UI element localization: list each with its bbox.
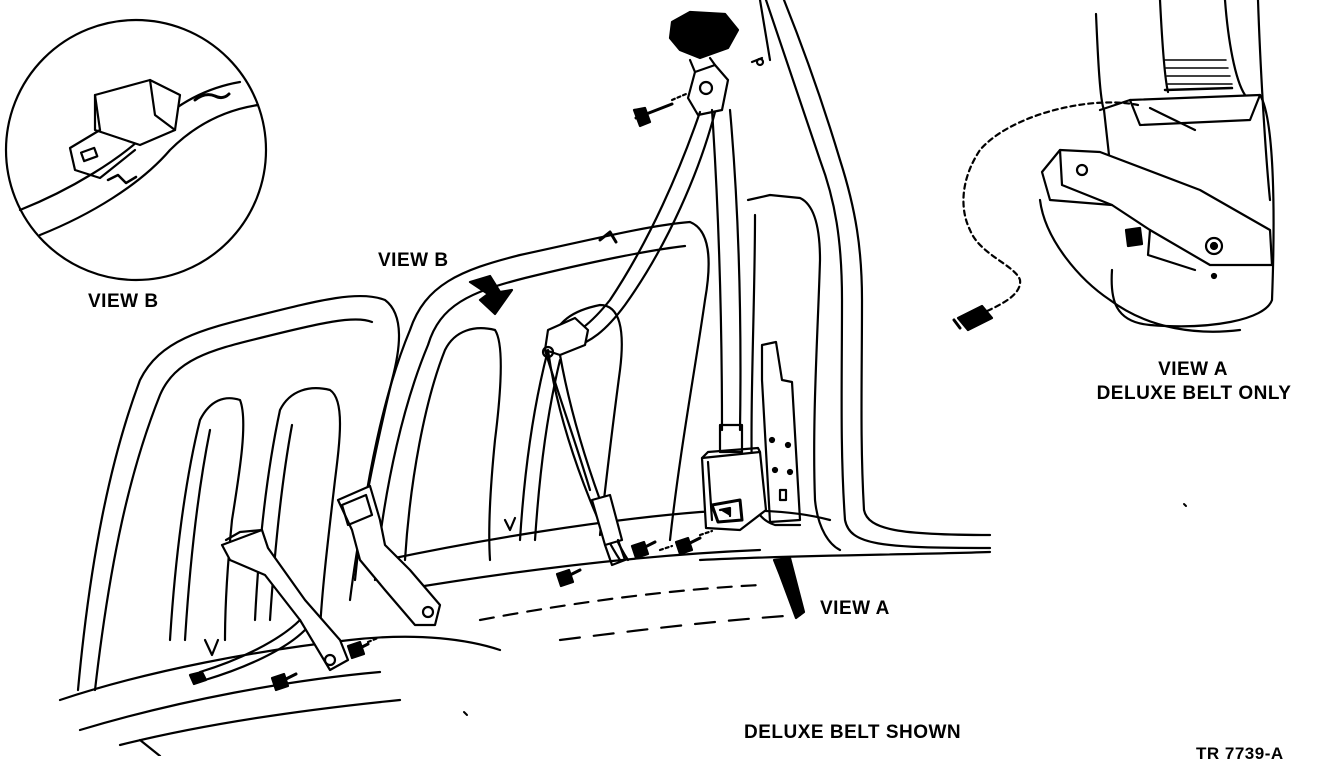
left-buckle-outboard (188, 528, 350, 686)
shoulder-belt (558, 108, 744, 454)
retractor (700, 446, 768, 532)
view-a-arrow (772, 556, 806, 620)
floor-bolts (555, 529, 714, 588)
view-a-inset-subtitle: DELUXE BELT ONLY (1096, 383, 1292, 404)
view-b-arrow (468, 274, 514, 316)
view-a-main-label: VIEW A (820, 598, 890, 619)
view-a-inset-title: VIEW A (1158, 359, 1228, 380)
view-b-inset-label: VIEW B (88, 291, 159, 312)
left-bolts (270, 636, 380, 692)
view-b-main-label: VIEW B (378, 250, 449, 271)
anchor-bolt (632, 92, 688, 128)
b-pillar (746, 0, 992, 552)
figure-code: TR 7739-A (1196, 744, 1284, 763)
figure-caption: DELUXE BELT SHOWN (744, 722, 962, 743)
right-seat-back (353, 220, 992, 642)
lap-belt-buckle (541, 316, 630, 567)
view-b-inset (4, 18, 268, 282)
left-buckle-inboard (336, 484, 442, 627)
shoulder-anchor (632, 10, 765, 128)
view-a-inset (952, 0, 1275, 333)
latch-plate-inset (93, 78, 182, 147)
